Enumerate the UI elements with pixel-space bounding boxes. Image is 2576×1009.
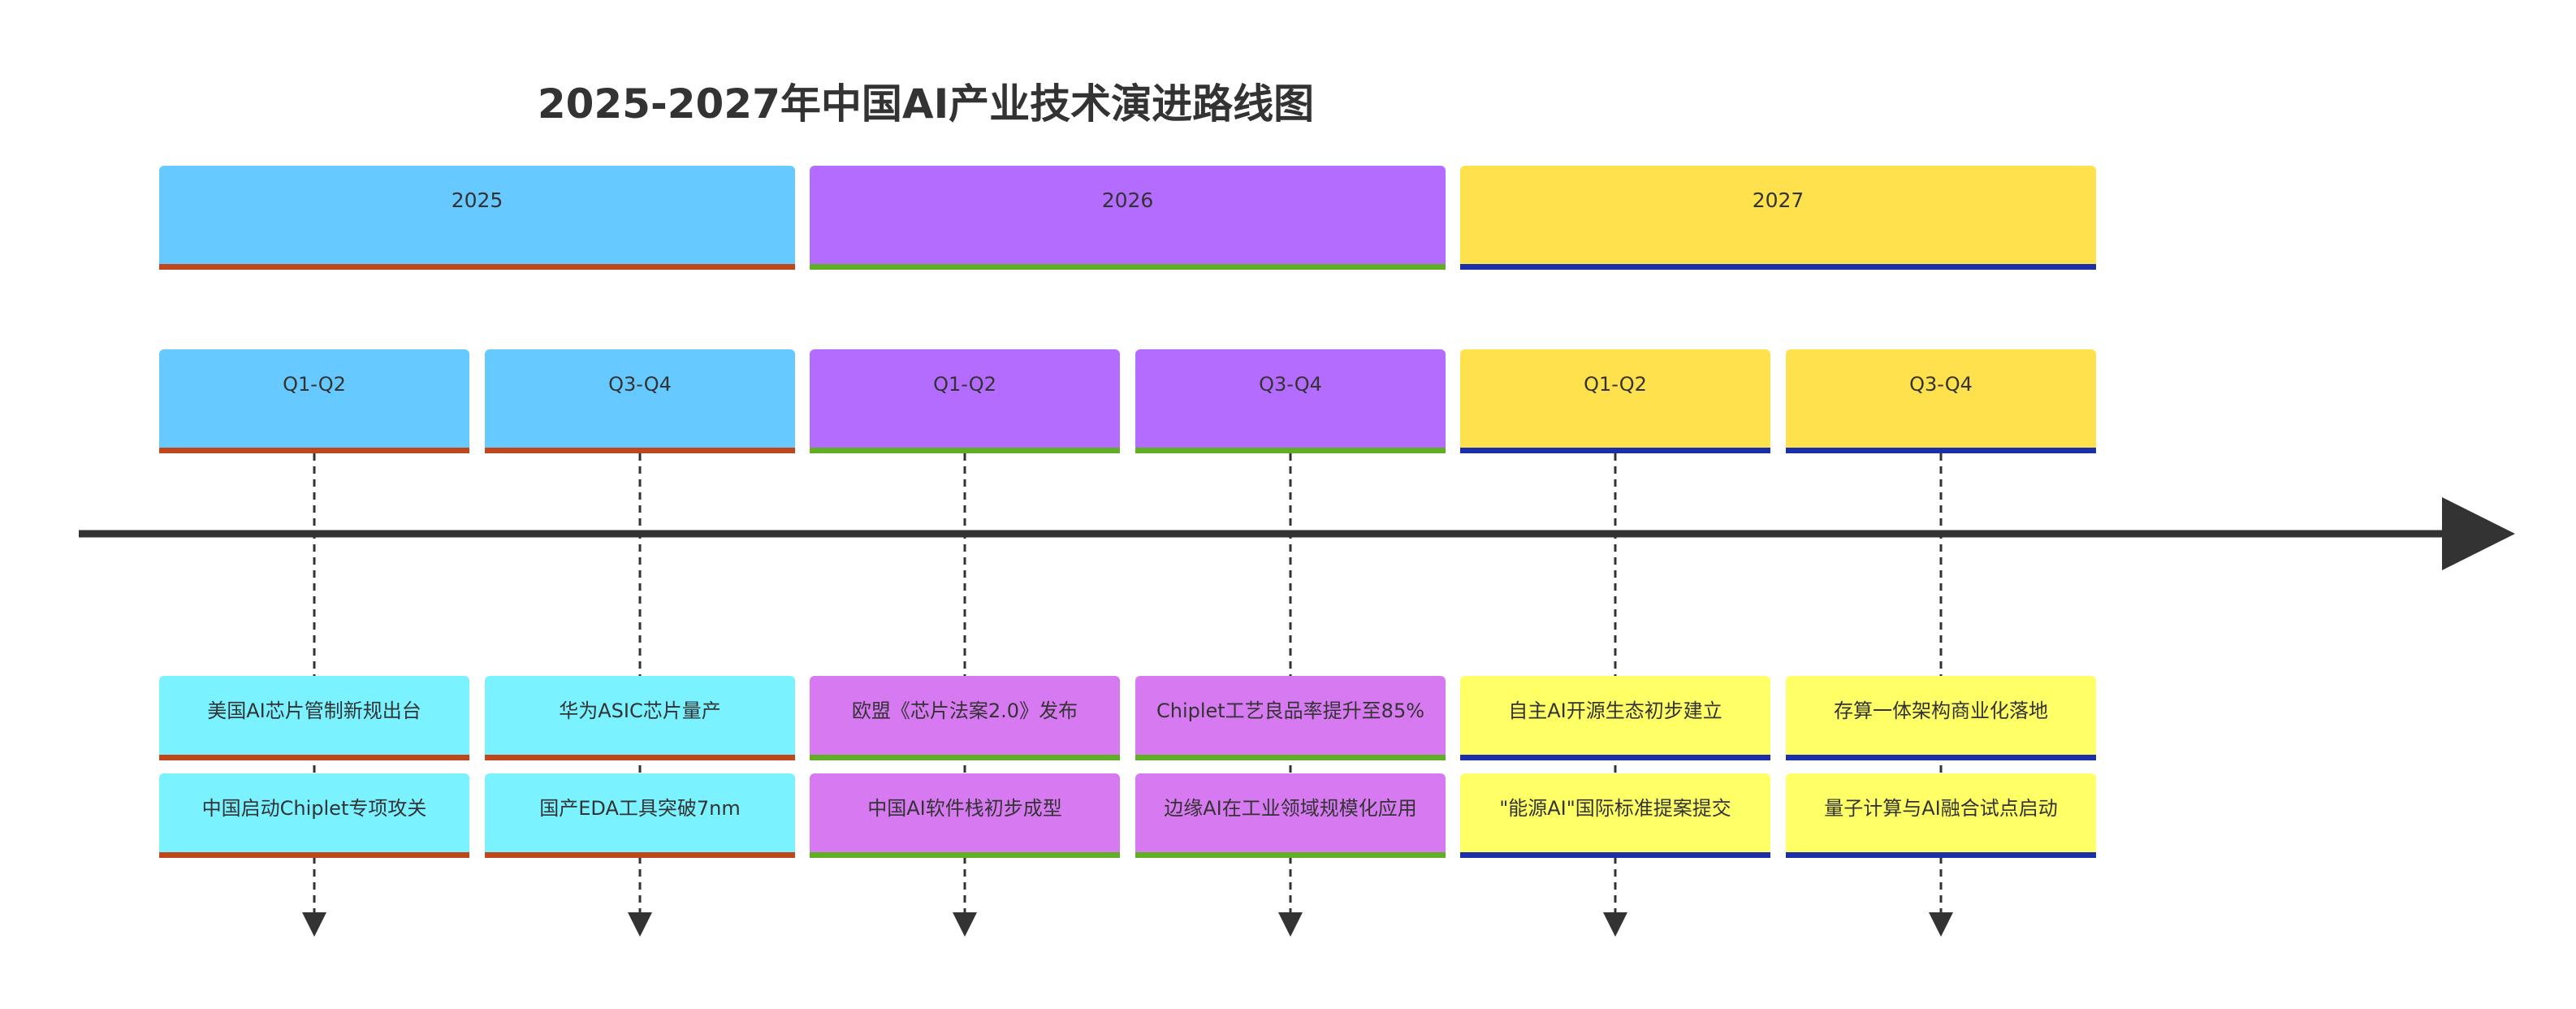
event-label: "能源AI"国际标准提案提交 [1499,797,1731,820]
year-header-bg [810,166,1446,270]
event-label: 美国AI芯片管制新规出台 [207,699,421,722]
event-box: 量子计算与AI融合试点启动 [1786,773,2096,858]
event-box-accent-bar [1135,852,1446,858]
section-header: Q3-Q4 [1135,349,1446,453]
event-box-accent-bar [810,755,1120,760]
section-header-accent-bar [1460,448,1770,453]
event-box-accent-bar [810,852,1120,858]
event-box-accent-bar [485,755,795,760]
event-box-bg [1460,773,1770,858]
event-box: 美国AI芯片管制新规出台 [159,676,469,760]
event-box-accent-bar [1786,852,2096,858]
section-header-bg [810,349,1120,453]
section-label: Q3-Q4 [1259,373,1322,396]
section-header: Q1-Q2 [1460,349,1770,453]
event-box-bg [159,773,469,858]
year-label: 2027 [1753,188,1804,212]
event-label: 华为ASIC芯片量产 [559,699,721,722]
event-label: 存算一体架构商业化落地 [1834,699,2048,722]
event-box: 国产EDA工具突破7nm [485,773,795,858]
section-header-bg [159,349,469,453]
event-box-bg [1786,676,2096,760]
event-label: 中国启动Chiplet专项攻关 [202,797,427,820]
year-label: 2025 [452,188,504,212]
year-header-accent-bar [810,264,1446,270]
event-box: 华为ASIC芯片量产 [485,676,795,760]
section-header: Q1-Q2 [159,349,469,453]
year-header: 2025 [159,166,795,270]
year-header-bg [159,166,795,270]
event-label: 国产EDA工具突破7nm [539,797,741,820]
event-box-accent-bar [1786,755,2096,760]
event-label: Chiplet工艺良品率提升至85% [1156,699,1424,722]
event-label: 自主AI开源生态初步建立 [1508,699,1722,722]
year-header-accent-bar [1460,264,2096,270]
event-box-accent-bar [1460,755,1770,760]
event-box-bg [810,773,1120,858]
event-box-accent-bar [485,852,795,858]
event-box: 中国启动Chiplet专项攻关 [159,773,469,858]
event-box-accent-bar [1460,852,1770,858]
event-label: 欧盟《芯片法案2.0》发布 [852,699,1078,722]
section-header-accent-bar [1786,448,2096,453]
event-box-bg [1460,676,1770,760]
event-box: 欧盟《芯片法案2.0》发布 [810,676,1120,760]
section-header-bg [1786,349,2096,453]
section-label: Q1-Q2 [933,373,996,396]
event-box-bg [1135,773,1446,858]
event-box: 边缘AI在工业领域规模化应用 [1135,773,1446,858]
event-box-accent-bar [159,755,469,760]
year-label: 2026 [1102,188,1154,212]
section-header: Q3-Q4 [1786,349,2096,453]
section-label: Q3-Q4 [1909,373,1973,396]
section-header-accent-bar [485,448,795,453]
event-box: 自主AI开源生态初步建立 [1460,676,1770,760]
year-header: 2026 [810,166,1446,270]
event-box-bg [810,676,1120,760]
event-label: 边缘AI在工业领域规模化应用 [1164,797,1417,820]
section-header-accent-bar [159,448,469,453]
section-header: Q3-Q4 [485,349,795,453]
event-box: "能源AI"国际标准提案提交 [1460,773,1770,858]
section-header: Q1-Q2 [810,349,1120,453]
event-box-accent-bar [159,852,469,858]
event-box: 存算一体架构商业化落地 [1786,676,2096,760]
event-box-accent-bar [1135,755,1446,760]
section-header-bg [1460,349,1770,453]
section-label: Q1-Q2 [283,373,346,396]
event-box-bg [485,773,795,858]
event-box-bg [159,676,469,760]
section-header-accent-bar [810,448,1120,453]
event-label: 中国AI软件栈初步成型 [867,797,1062,820]
section-label: Q1-Q2 [1584,373,1647,396]
section-header-accent-bar [1135,448,1446,453]
section-header-bg [485,349,795,453]
section-label: Q3-Q4 [608,373,672,396]
event-label: 量子计算与AI融合试点启动 [1824,797,2058,820]
year-header-accent-bar [159,264,795,270]
year-header: 2027 [1460,166,2096,270]
event-box-bg [1135,676,1446,760]
diagram-title: 2025-2027年中国AI产业技术演进路线图 [538,80,1314,128]
event-box: 中国AI软件栈初步成型 [810,773,1120,858]
event-box-bg [1786,773,2096,858]
section-header-bg [1135,349,1446,453]
year-header-bg [1460,166,2096,270]
event-box: Chiplet工艺良品率提升至85% [1135,676,1446,760]
event-box-bg [485,676,795,760]
